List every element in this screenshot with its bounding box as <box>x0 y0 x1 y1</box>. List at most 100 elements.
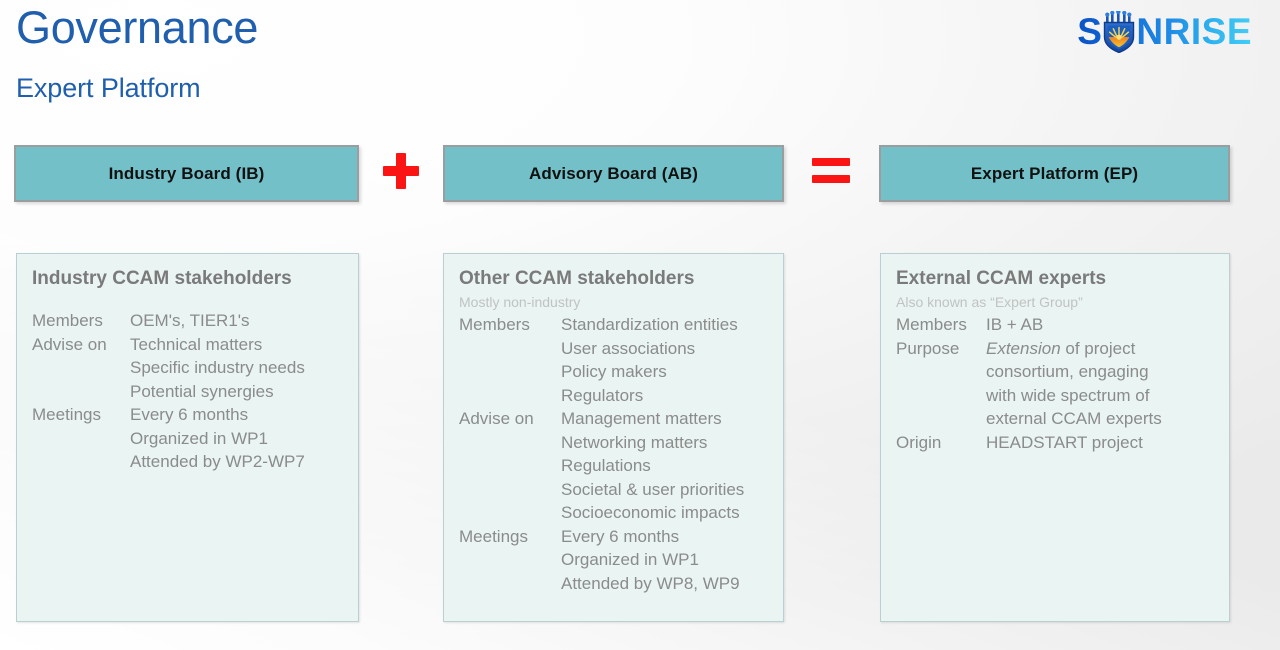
row-value: Organized in WP1 <box>561 550 699 569</box>
row-value: Organized in WP1 <box>130 428 268 448</box>
panel-row: Attended by WP2-WP7 <box>32 450 358 474</box>
page-subtitle: Expert Platform <box>16 73 201 103</box>
panel-row: Origin HEADSTART project <box>896 431 1229 455</box>
row-value: Regulations <box>561 456 651 475</box>
row-value: Standardization entities <box>561 315 738 334</box>
row-label <box>459 548 561 572</box>
panel-row: Purpose Extension of project <box>896 337 1229 361</box>
row-value: external CCAM experts <box>986 409 1162 428</box>
row-value: Potential synergies <box>130 381 274 401</box>
row-label <box>459 431 561 455</box>
row-label: Purpose <box>896 338 960 358</box>
panel-row: Regulators <box>459 384 783 408</box>
row-label <box>459 478 561 502</box>
row-value: Every 6 months <box>561 526 680 546</box>
logo-text-after: NRISE <box>1136 11 1252 52</box>
panel-row: Policy makers <box>459 360 783 384</box>
row-label <box>459 501 561 525</box>
row-label <box>896 407 986 431</box>
row-value: Attended by WP2-WP7 <box>130 452 305 471</box>
expert-platform-label: Expert Platform (EP) <box>970 163 1139 183</box>
row-value: consortium, engaging <box>986 362 1149 381</box>
panel-row: Members OEM's, TIER1's <box>32 309 358 333</box>
advisory-board-box[interactable]: Advisory Board (AB) <box>443 145 784 202</box>
panel-title: Other CCAM stakeholders <box>459 268 695 289</box>
row-value: Societal & user priorities <box>561 479 745 499</box>
logo-wordmark: S <box>1077 10 1252 54</box>
row-value: Extension of project <box>986 338 1136 358</box>
row-label: Meetings <box>32 405 101 424</box>
equals-operator-icon <box>812 158 850 186</box>
row-label <box>896 384 986 408</box>
row-value: Regulators <box>561 385 644 405</box>
panel-row: Organized in WP1 <box>32 427 358 451</box>
row-value: Socioeconomic impacts <box>561 503 740 522</box>
industry-board-box[interactable]: Industry Board (IB) <box>14 145 359 202</box>
row-value: Attended by WP8, WP9 <box>561 573 740 593</box>
panel-spacer <box>17 292 358 309</box>
row-value: User associations <box>561 338 696 358</box>
row-label: Meetings <box>459 526 528 546</box>
row-value: with wide spectrum of <box>986 385 1150 405</box>
panel-row: external CCAM experts <box>896 407 1229 431</box>
panel-industry-stakeholders: Industry CCAM stakeholders Members OEM's,… <box>16 253 359 622</box>
row-label <box>459 337 561 361</box>
panel-rows: Members IB + AB Purpose Extension of projec… <box>881 313 1229 454</box>
panel-other-stakeholders: Other CCAM stakeholders Mostly non-indus… <box>443 253 784 622</box>
page-title: Governance <box>16 2 259 53</box>
row-label <box>459 384 561 408</box>
panel-row: Meetings Every 6 months <box>32 403 358 427</box>
panel-title: Industry CCAM stakeholders <box>32 268 292 289</box>
row-label: Advise on <box>32 334 107 354</box>
row-value: Policy makers <box>561 362 667 381</box>
panel-row: Regulations <box>459 454 783 478</box>
panel-row: Potential synergies <box>32 380 358 404</box>
panel-external-experts: External CCAM experts Also known as “Exp… <box>880 253 1230 622</box>
row-value: Technical matters <box>130 334 263 354</box>
row-label: Origin <box>896 432 942 452</box>
panel-row: Meetings Every 6 months <box>459 525 783 549</box>
row-label <box>32 450 130 474</box>
shield-crest-icon <box>1102 11 1136 53</box>
row-label: Advise on <box>459 409 534 428</box>
row-label <box>459 360 561 384</box>
expert-platform-box[interactable]: Expert Platform (EP) <box>879 145 1230 202</box>
row-label <box>459 572 561 596</box>
panel-row: Advise on Technical matters <box>32 333 358 357</box>
plus-operator-icon <box>383 152 419 194</box>
row-label: Members <box>459 315 530 334</box>
panel-subtitle: Mostly non-industry <box>459 294 581 310</box>
row-value: HEADSTART project <box>986 432 1143 452</box>
advisory-board-label: Advisory Board (AB) <box>528 163 699 183</box>
panel-row: Networking matters <box>459 431 783 455</box>
row-label <box>459 454 561 478</box>
industry-board-label: Industry Board (IB) <box>108 163 265 183</box>
row-value: Networking matters <box>561 432 708 452</box>
panel-row: Societal & user priorities <box>459 478 783 502</box>
panel-row: Advise on Management matters <box>459 407 783 431</box>
panel-row: Socioeconomic impacts <box>459 501 783 525</box>
panel-title: External CCAM experts <box>896 268 1107 289</box>
panel-row: consortium, engaging <box>896 360 1229 384</box>
sonrise-logo: S <box>1077 10 1252 54</box>
panel-row: User associations <box>459 337 783 361</box>
panel-row: Organized in WP1 <box>459 548 783 572</box>
row-label: Members <box>896 315 967 334</box>
panel-row: Attended by WP8, WP9 <box>459 572 783 596</box>
row-label <box>32 427 130 451</box>
row-value: OEM's, TIER1's <box>130 311 250 330</box>
panel-row: Members Standardization entities <box>459 313 783 337</box>
row-label <box>32 380 130 404</box>
logo-text-before: S <box>1077 11 1103 52</box>
row-value: Specific industry needs <box>130 358 305 377</box>
panel-row: with wide spectrum of <box>896 384 1229 408</box>
panel-row: Specific industry needs <box>32 356 358 380</box>
row-label <box>896 360 986 384</box>
row-value: Every 6 months <box>130 405 249 424</box>
row-value: Management matters <box>561 409 722 428</box>
row-label: Members <box>32 311 103 330</box>
row-value: IB + AB <box>986 315 1044 334</box>
row-label <box>32 356 130 380</box>
